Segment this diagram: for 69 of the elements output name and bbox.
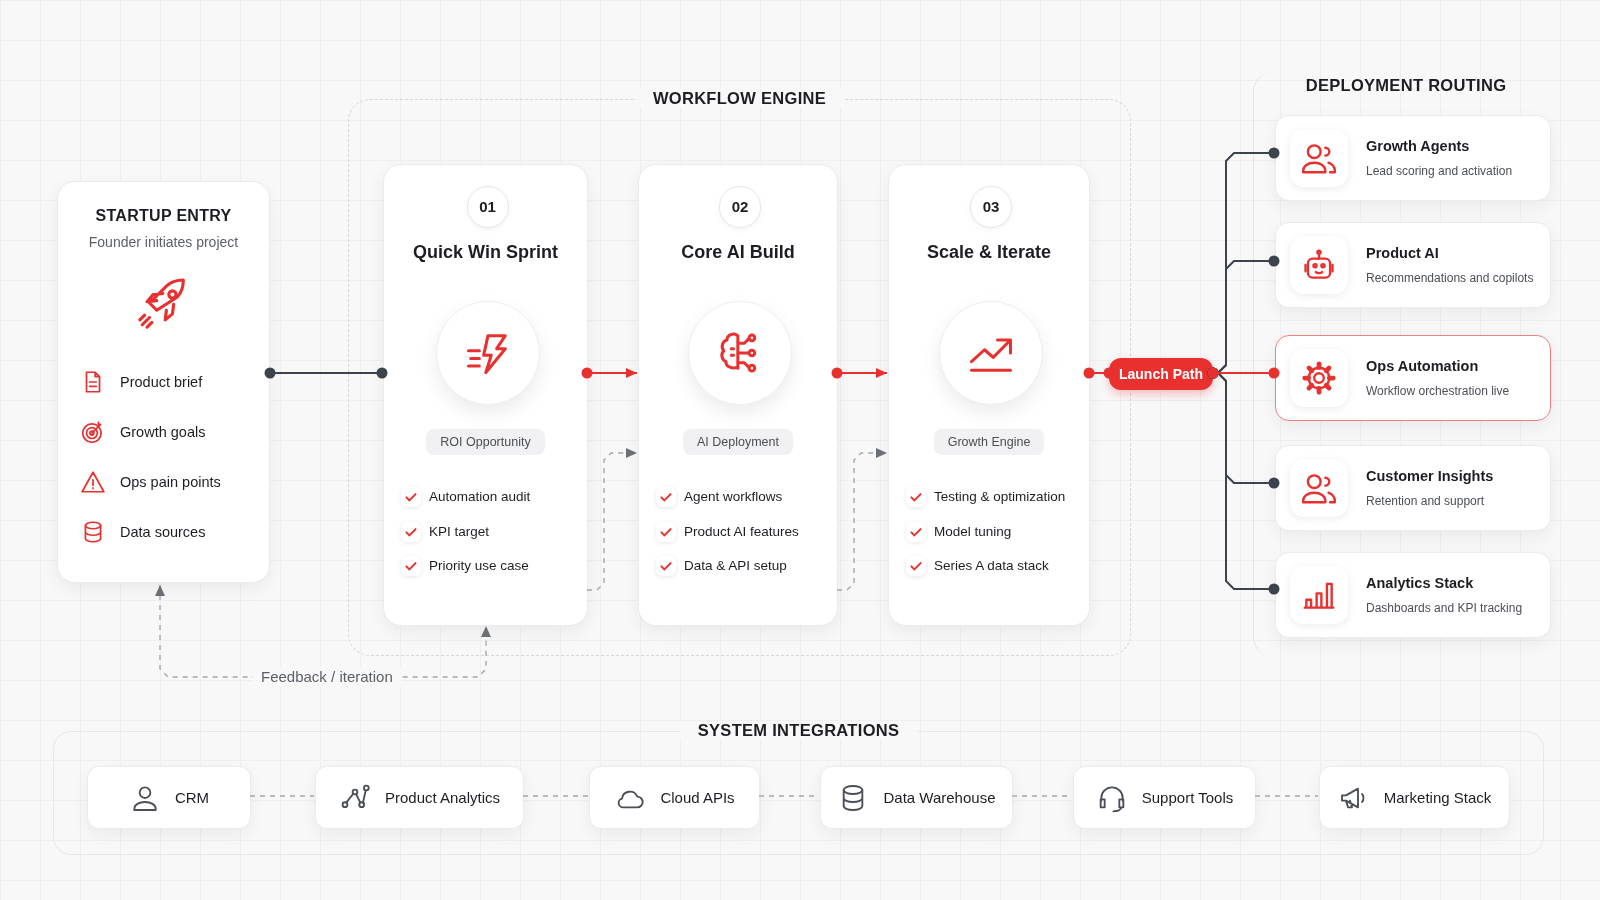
stage-card — [638, 164, 838, 626]
card-title: Core AI Build — [680, 242, 796, 263]
integration-card — [87, 766, 251, 829]
dashed-connector — [249, 795, 315, 797]
card-subtitle: Workflow orchestration live — [1366, 384, 1510, 398]
card-subtitle: Recommendations and copilots — [1366, 271, 1534, 285]
card-title: STARTUP ENTRY — [94, 207, 233, 225]
launch-path-badge: Launch Path — [1109, 358, 1213, 390]
integration-card — [820, 766, 1013, 829]
checklist-item: Series A data stack — [934, 558, 1049, 573]
checklist-item: Priority use case — [429, 558, 529, 573]
connector — [581, 367, 638, 379]
dashed-connector — [1254, 795, 1319, 797]
step-number: 03 — [970, 186, 1012, 228]
card-title: Quick Win Sprint — [412, 242, 559, 263]
edge-label: Feedback / iteration — [253, 667, 401, 687]
integration-card — [589, 766, 760, 829]
card-title: Ops Automation — [1366, 358, 1479, 374]
integration-name: Data Warehouse — [883, 789, 996, 806]
stage-tag: Growth Engine — [933, 429, 1045, 455]
checklist-item: Automation audit — [429, 489, 531, 504]
checklist-item: Model tuning — [934, 523, 1012, 539]
list-item: Data sources — [120, 524, 206, 540]
stage-tag: ROI Opportunity — [426, 429, 545, 455]
routing-card — [1275, 445, 1551, 531]
entry-card — [57, 181, 270, 583]
integration-name: Product Analytics — [384, 789, 501, 806]
integration-name: Marketing Stack — [1383, 789, 1492, 806]
integration-name: CRM — [174, 789, 210, 806]
card-title: Growth Agents — [1366, 138, 1470, 154]
routing-card — [1275, 552, 1551, 638]
stage-card — [383, 164, 588, 626]
card-subtitle: Founder initiates project — [87, 234, 240, 250]
integration-card — [315, 766, 524, 829]
checklist-item: Testing & optimization — [934, 489, 1066, 504]
list-item: Growth goals — [120, 424, 206, 440]
card-title: Analytics Stack — [1366, 575, 1474, 591]
card-subtitle: Lead scoring and activation — [1366, 164, 1513, 178]
dashed-connector — [522, 795, 589, 797]
dashed-connector — [836, 448, 888, 591]
integration-card — [1073, 766, 1256, 829]
connector — [264, 367, 388, 379]
step-number: 02 — [719, 186, 761, 228]
routing-card — [1275, 115, 1551, 201]
checklist-item: KPI target — [429, 523, 490, 539]
card-title: Scale & Iterate — [925, 242, 1053, 263]
integration-name: Support Tools — [1141, 789, 1234, 806]
list-item: Product brief — [120, 374, 203, 390]
section-title: SYSTEM INTEGRATIONS — [679, 721, 918, 740]
card-subtitle: Retention and support — [1366, 494, 1485, 508]
stage-tag: AI Deployment — [683, 429, 793, 455]
integration-name: Cloud APIs — [660, 789, 735, 806]
section-title: WORKFLOW ENGINE — [634, 89, 845, 108]
checklist-item: Data & API setup — [684, 558, 787, 573]
step-number: 01 — [466, 186, 509, 228]
card-title: Customer Insights — [1366, 468, 1494, 484]
routing-card — [1275, 335, 1551, 421]
list-item: Ops pain points — [120, 474, 221, 490]
card-title: Product AI — [1366, 245, 1439, 261]
stage-card — [888, 164, 1090, 626]
routing-card — [1275, 222, 1551, 308]
section-title: DEPLOYMENT ROUTING — [1304, 76, 1508, 95]
dashed-connector — [586, 448, 638, 591]
connector — [1207, 367, 1280, 379]
card-subtitle: Dashboards and KPI tracking — [1366, 601, 1523, 615]
checklist-item: Product AI features — [684, 523, 799, 539]
integration-card — [1319, 766, 1510, 829]
connector — [831, 367, 888, 379]
checklist-item: Agent workflows — [684, 489, 783, 504]
